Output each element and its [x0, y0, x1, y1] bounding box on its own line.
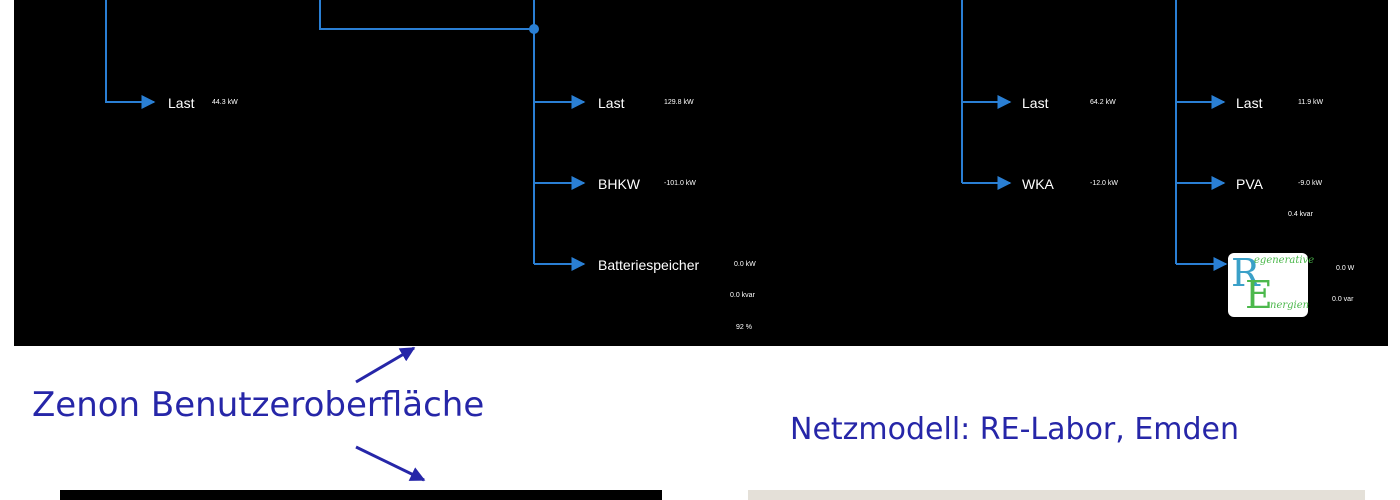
- value-last-4: 11.9 kW: [1298, 99, 1324, 106]
- caption-netzmodell: Netzmodell: RE-Labor, Emden: [790, 412, 1240, 447]
- regenerative-energien-logo: R E egenerative nergien: [1228, 251, 1314, 317]
- logo-letter-e: E: [1245, 273, 1273, 317]
- label-last-2: Last: [598, 95, 625, 111]
- scada-panel: Last 44.3 kW Last 129.8 kW BHKW -101.0 k…: [14, 0, 1388, 346]
- value-batterie-kw: 0.0 kW: [734, 261, 756, 268]
- value-last-3: 64.2 kW: [1090, 99, 1116, 106]
- branch-line-last-1: [105, 0, 156, 109]
- arrow-down-icon: [355, 445, 426, 482]
- label-last-3: Last: [1022, 95, 1049, 111]
- value-pva-kw: -9.0 kW: [1298, 180, 1323, 187]
- label-last-1: Last: [168, 95, 195, 111]
- network-lines: [105, 0, 1228, 271]
- label-pva: PVA: [1236, 176, 1263, 192]
- value-batterie-kvar: 0.0 kvar: [730, 292, 755, 299]
- value-last-1: 44.3 kW: [212, 99, 238, 106]
- value-re-w: 0.0 W: [1336, 265, 1355, 272]
- logo-word-bottom: nergien: [1270, 300, 1310, 311]
- bus-node: [529, 24, 539, 34]
- arrow-up-icon: [355, 346, 416, 384]
- label-last-4: Last: [1236, 95, 1263, 111]
- value-re-var: 0.0 var: [1332, 296, 1354, 303]
- logo-word-top: egenerative: [1254, 255, 1315, 266]
- bus-line: [319, 0, 534, 30]
- logo-letter-r: R: [1231, 251, 1260, 295]
- value-wka: -12.0 kW: [1090, 180, 1119, 187]
- bottom-right-photo: [748, 490, 1365, 500]
- caption-zenon: Zenon Benutzeroberfläche: [32, 385, 485, 425]
- value-last-2: 129.8 kW: [664, 99, 694, 106]
- label-bhkw: BHKW: [598, 176, 640, 192]
- value-pva-kvar: 0.4 kvar: [1288, 211, 1313, 218]
- label-batteriespeicher: Batteriespeicher: [598, 257, 700, 273]
- value-batterie-soc: 92 %: [736, 324, 752, 331]
- bottom-left-screen-panel: [60, 490, 662, 500]
- value-bhkw: -101.0 kW: [664, 180, 696, 187]
- label-wka: WKA: [1022, 176, 1054, 192]
